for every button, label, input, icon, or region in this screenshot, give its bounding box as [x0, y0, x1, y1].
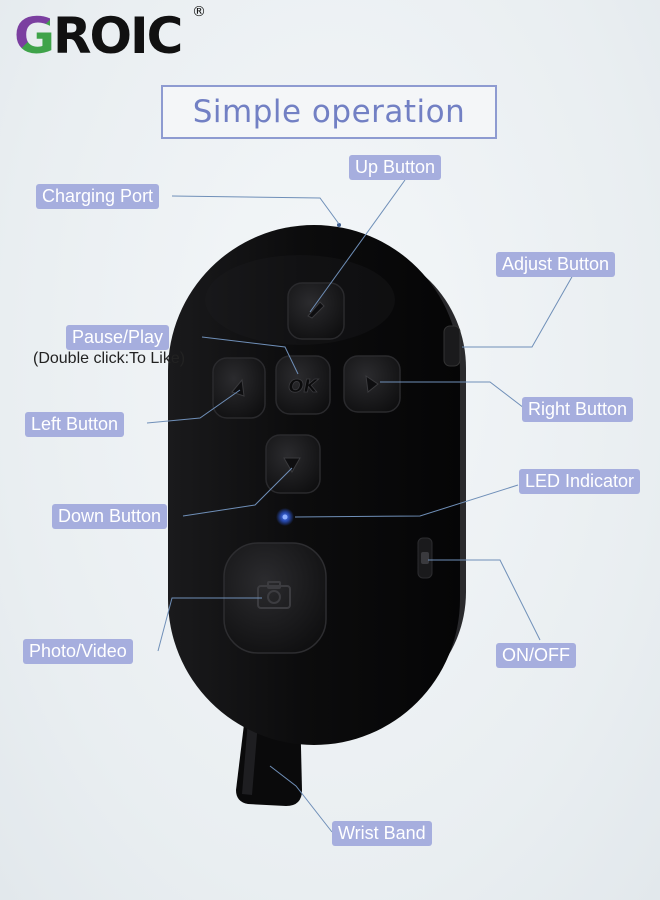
photo-video-button [223, 542, 327, 654]
leader-lines [146, 179, 574, 833]
headline-title: Simple operation [161, 85, 497, 139]
label-pause-play-note: (Double click:To Like) [33, 350, 186, 367]
down-button [265, 434, 321, 494]
brand-logo: GROIC [14, 4, 183, 68]
ok-button-text: OK [288, 376, 319, 397]
label-up-button: Up Button [349, 155, 442, 180]
logo-rest: ROIC [53, 7, 183, 65]
charging-port [337, 223, 341, 227]
label-photo-video: Photo/Video [23, 639, 133, 664]
label-pause-play: Pause/Play [66, 325, 170, 350]
logo-g: G [14, 7, 55, 65]
label-right-button: Right Button [522, 397, 634, 422]
adjust-side-button [443, 325, 461, 367]
label-led-indicator: LED Indicator [519, 469, 641, 494]
left-button [212, 357, 266, 419]
label-on-off: ON/OFF [496, 643, 576, 668]
label-down-button: Down Button [52, 504, 168, 529]
registered-mark: ® [192, 4, 206, 20]
label-adjust-button: Adjust Button [496, 252, 616, 277]
led-indicator [276, 508, 294, 526]
label-left-button: Left Button [25, 412, 125, 437]
up-button [287, 282, 345, 340]
camera-icon [257, 581, 291, 609]
label-wrist-band: Wrist Band [332, 821, 432, 846]
label-charging-port: Charging Port [36, 184, 160, 209]
right-button [343, 355, 401, 413]
ok-button: OK [275, 355, 331, 415]
